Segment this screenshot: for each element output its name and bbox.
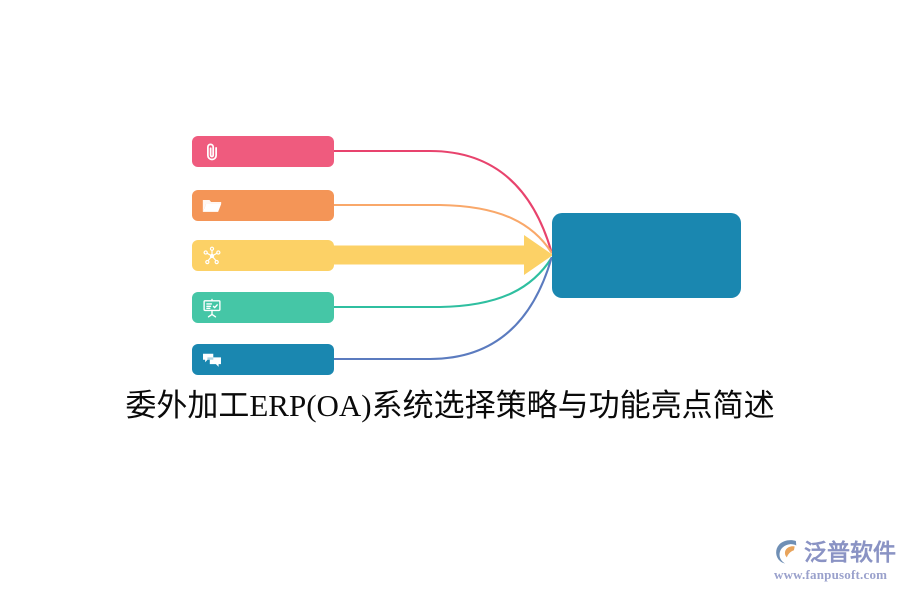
connector-documents [332,203,553,254]
paperclip-icon [201,141,223,163]
presentation-board-icon [201,297,223,319]
flow-item-documents[interactable] [192,190,334,221]
network-hub-icon [201,245,223,267]
connector-presentation [332,256,553,309]
watermark-brand-row: 泛普软件 [772,536,896,568]
flow-item-messaging[interactable] [192,344,334,375]
connector-messaging [332,256,553,361]
watermark-url-text: www.fanpusoft.com [774,567,888,582]
watermark-brand-text: 泛普软件 [804,539,896,565]
convergence-diagram [192,136,741,375]
target-node[interactable] [552,213,741,298]
folder-open-icon [201,195,223,217]
watermark-logo: 泛普软件 www.fanpusoft.com [772,536,896,588]
flow-item-attachment[interactable] [192,136,334,167]
chat-bubbles-icon [201,349,223,371]
connector-network-arrow [334,235,553,275]
connector-lines [332,149,553,361]
fanpu-logo-mark [776,540,797,564]
flow-item-presentation[interactable] [192,292,334,323]
connector-attachment [332,149,553,254]
page-title: 委外加工ERP(OA)系统选择策略与功能亮点简述 [125,388,775,423]
flow-item-network[interactable] [192,240,334,271]
